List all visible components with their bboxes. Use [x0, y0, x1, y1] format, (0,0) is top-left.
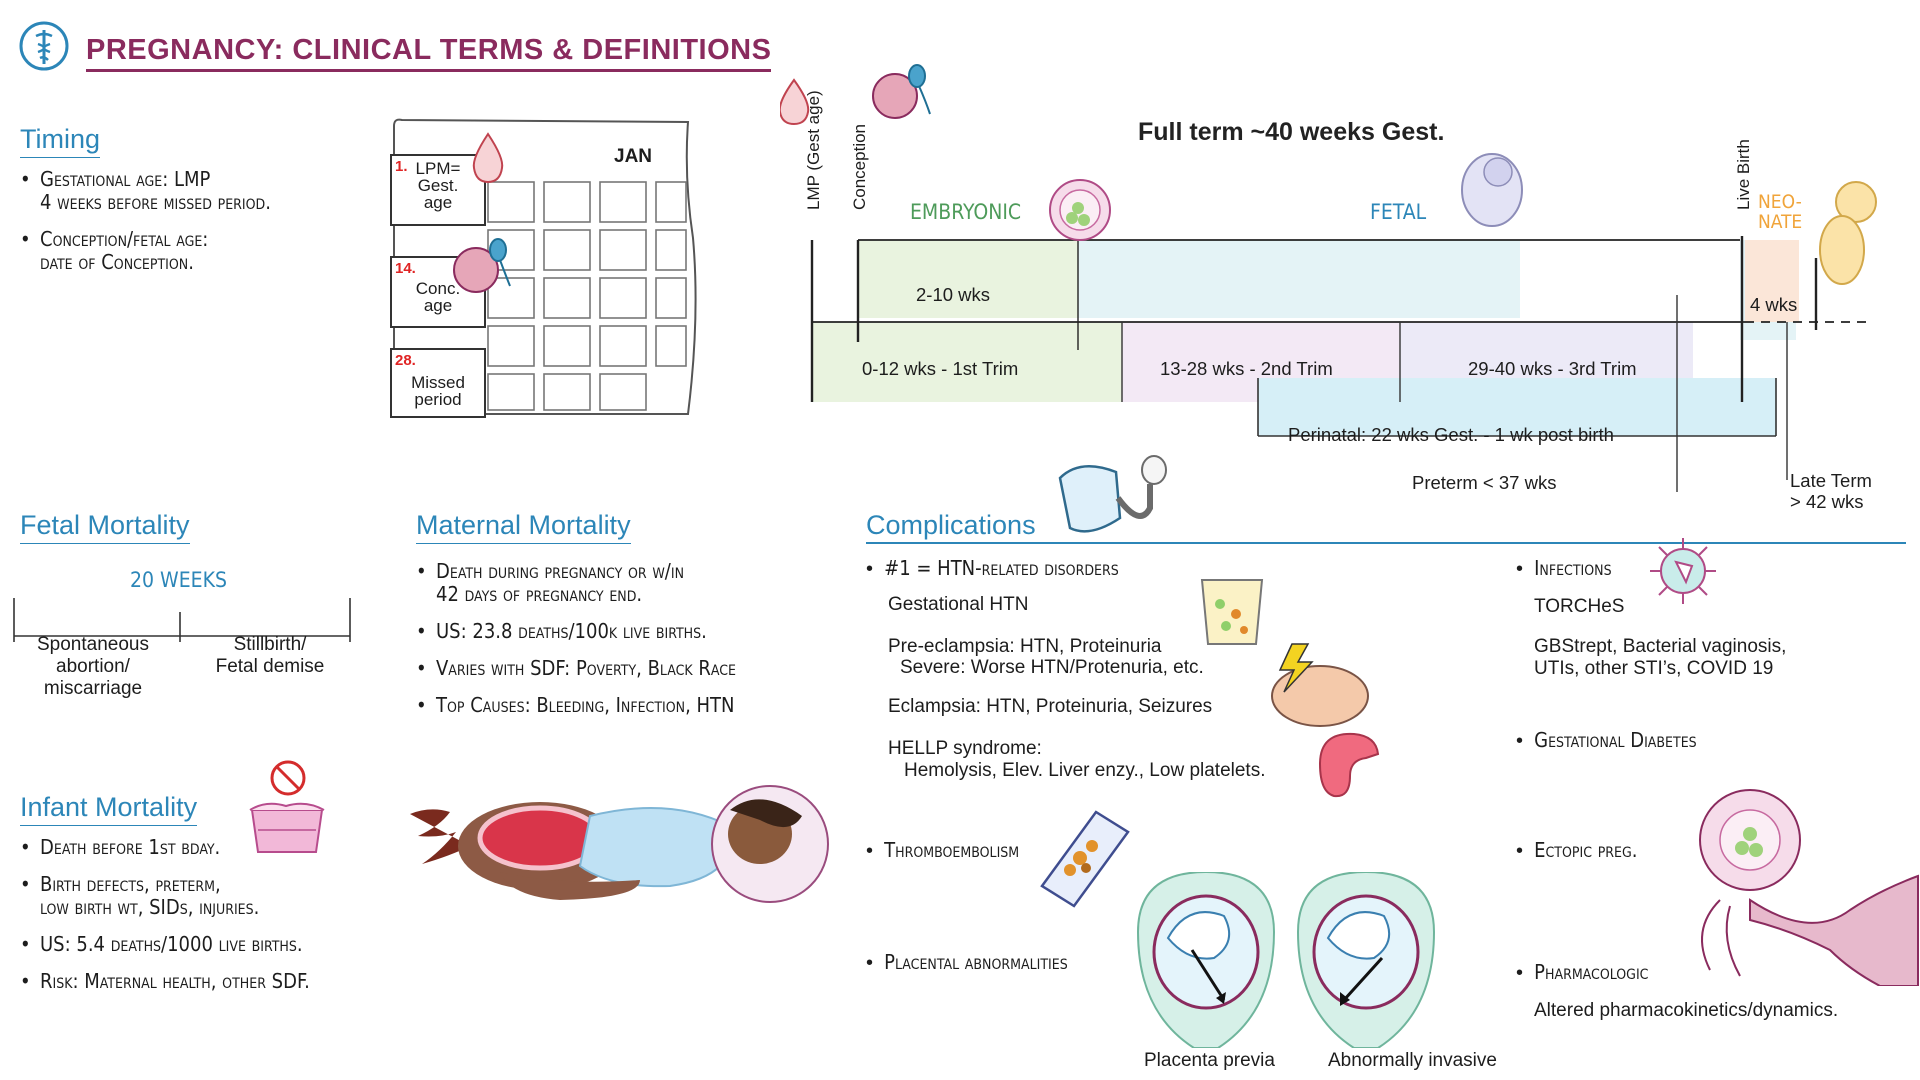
list-item: Death before 1st bday.: [20, 836, 380, 860]
blood-clot-vessel-icon: [1040, 810, 1130, 908]
preeclampsia-text: Pre-eclampsia: HTN, Proteinuria: [888, 636, 1162, 657]
conception-label: Conception: [850, 123, 869, 210]
ectopic-bullet: • Ectopic preg.: [1516, 838, 1638, 862]
pharmacologic-bullet: • Pharmacologic: [1516, 960, 1649, 984]
gestational-diabetes-bullet: • Gestational Diabetes: [1516, 728, 1697, 752]
perinatal-band: [1258, 378, 1776, 436]
lmp-label: LMP (Gest age): [804, 90, 823, 210]
stillbirth-label: Stillbirth/Fetal demise: [215, 634, 325, 677]
patient-illustration: [410, 785, 829, 903]
neonate-band: [1745, 240, 1799, 322]
virus-icon: [1650, 538, 1716, 604]
fetal-band: [1078, 240, 1520, 318]
page-title: PREGNANCY: CLINICAL TERMS & DEFINITIONS: [86, 34, 772, 72]
twenty-weeks-marker: 20 WEEKS: [130, 568, 227, 592]
perinatal-label: Perinatal: 22 wks Gest. - 1 wk post birt…: [1288, 424, 1614, 445]
gestation-timeline: [780, 64, 1877, 492]
hellp-detail-text: Hemolysis, Elev. Liver enzy., Low platel…: [904, 760, 1266, 781]
egg-sperm-icon: [872, 64, 931, 119]
infant-mortality-list: Death before 1st bday. Birth defects, pr…: [20, 836, 380, 1007]
eclampsia-text: Eclampsia: HTN, Proteinuria, Seizures: [888, 696, 1213, 717]
trim3-label: 29-40 wks - 3rd Trim: [1468, 358, 1637, 379]
live-birth-label: Live Birth: [1734, 139, 1753, 210]
newborn-icon: [1819, 181, 1877, 285]
list-item: Conception/fetal age:date of Conception.: [20, 228, 350, 274]
infection-list-text: GBStrept, Bacterial vaginosis,UTIs, othe…: [1534, 636, 1787, 679]
placenta-previa-label: Placenta previa: [1144, 1050, 1275, 1071]
torches-text: TORCHeS: [1534, 596, 1625, 617]
fallopian-tube-icon: [1699, 789, 1919, 986]
liver-icon: [1318, 732, 1380, 798]
blood-pressure-cuff-icon: [1058, 455, 1167, 533]
fetal-mortality-heading: Fetal Mortality: [20, 510, 190, 544]
list-item: Risk: Maternal health, other SDF.: [20, 970, 380, 994]
timing-heading: Timing: [20, 124, 101, 158]
calendar-day-1: 1. LPM=Gest.age: [390, 154, 486, 226]
fetal-label: FETAL: [1370, 200, 1427, 224]
preterm-label: Preterm < 37 wks: [1412, 472, 1557, 493]
blood-drop-icon: [472, 132, 504, 184]
abnormally-invasive-placenta-icon: [1296, 872, 1436, 1048]
abnormally-invasive-label: Abnormally invasive: [1328, 1050, 1497, 1071]
calendar-month: JAN: [614, 146, 653, 167]
calendar-illustration: JAN 1. LPM=Gest.age 14. Conc.age 28. Mis…: [388, 118, 718, 418]
brain-seizure-icon: [1271, 643, 1369, 727]
htn-heading: #1 = HTN-related disorders: [884, 556, 1119, 580]
blastocyst-icon: [1049, 179, 1111, 241]
embryonic-band: [858, 240, 1078, 318]
list-item: US: 5.4 deaths/1000 live births.: [20, 933, 380, 957]
neonate-label: NEO-NATE: [1758, 191, 1803, 233]
list-item: Top Causes: Bleeding, Infection, HTN: [416, 694, 836, 718]
embryonic-label: EMBRYONIC: [910, 200, 1022, 224]
complications-heading: Complications: [866, 510, 1036, 540]
blood-drop-icon: [780, 78, 810, 126]
pharmacologic-text: Pharmacologic: [1534, 960, 1649, 984]
fetal-mortality-timeline: [13, 598, 351, 642]
ectopic-text: Ectopic preg.: [1534, 838, 1638, 862]
list-item: Birth defects, preterm,low birth wt, SID…: [20, 873, 380, 919]
caduceus-logo-icon: [18, 20, 70, 72]
trim1-band: [812, 322, 1122, 402]
neonate-range: 4 wks: [1750, 294, 1798, 315]
trim1-label: 0-12 wks - 1st Trim: [862, 358, 1019, 379]
maternal-mortality-heading: Maternal Mortality: [416, 510, 631, 544]
infant-mortality-heading: Infant Mortality: [20, 792, 198, 826]
infections-bullet: • Infections: [1516, 556, 1612, 580]
late-term-label: Late Term> 42 wks: [1790, 470, 1872, 512]
trim2-label: 13-28 wks - 2nd Trim: [1160, 358, 1333, 379]
placental-bullet: • Placental abnormalities: [866, 950, 1068, 974]
gestational-htn-text: Gestational HTN: [888, 594, 1029, 615]
gestational-diabetes-text: Gestational Diabetes: [1534, 728, 1697, 752]
embryonic-range: 2-10 wks: [916, 284, 991, 305]
list-item: Varies with SDF: Poverty, Black Race: [416, 657, 836, 681]
placental-text: Placental abnormalities: [884, 950, 1068, 974]
full-term-label: Full term ~40 weeks Gest.: [1138, 118, 1445, 146]
severe-text: Severe: Worse HTN/Protenuria, etc.: [900, 657, 1204, 678]
egg-sperm-icon: [453, 238, 511, 293]
pharmacologic-detail-text: Altered pharmacokinetics/dynamics.: [1534, 1000, 1839, 1021]
placenta-previa-icon: [1136, 872, 1276, 1048]
placenta-illustrations: [1136, 872, 1436, 1048]
fetus-icon: [1461, 153, 1523, 227]
complications-underline: [866, 542, 1906, 544]
thromboembolism-text: Thromboembolism: [884, 838, 1020, 862]
list-item: US: 23.8 deaths/100k live births.: [416, 620, 836, 644]
urine-cup-icon: [1200, 579, 1264, 645]
thromboembolism-bullet: • Thromboembolism: [866, 838, 1020, 862]
infections-text: Infections: [1534, 556, 1612, 580]
hellp-text: HELLP syndrome:: [888, 738, 1042, 759]
htn-bullet: • #1 = HTN-related disorders: [866, 556, 1119, 580]
